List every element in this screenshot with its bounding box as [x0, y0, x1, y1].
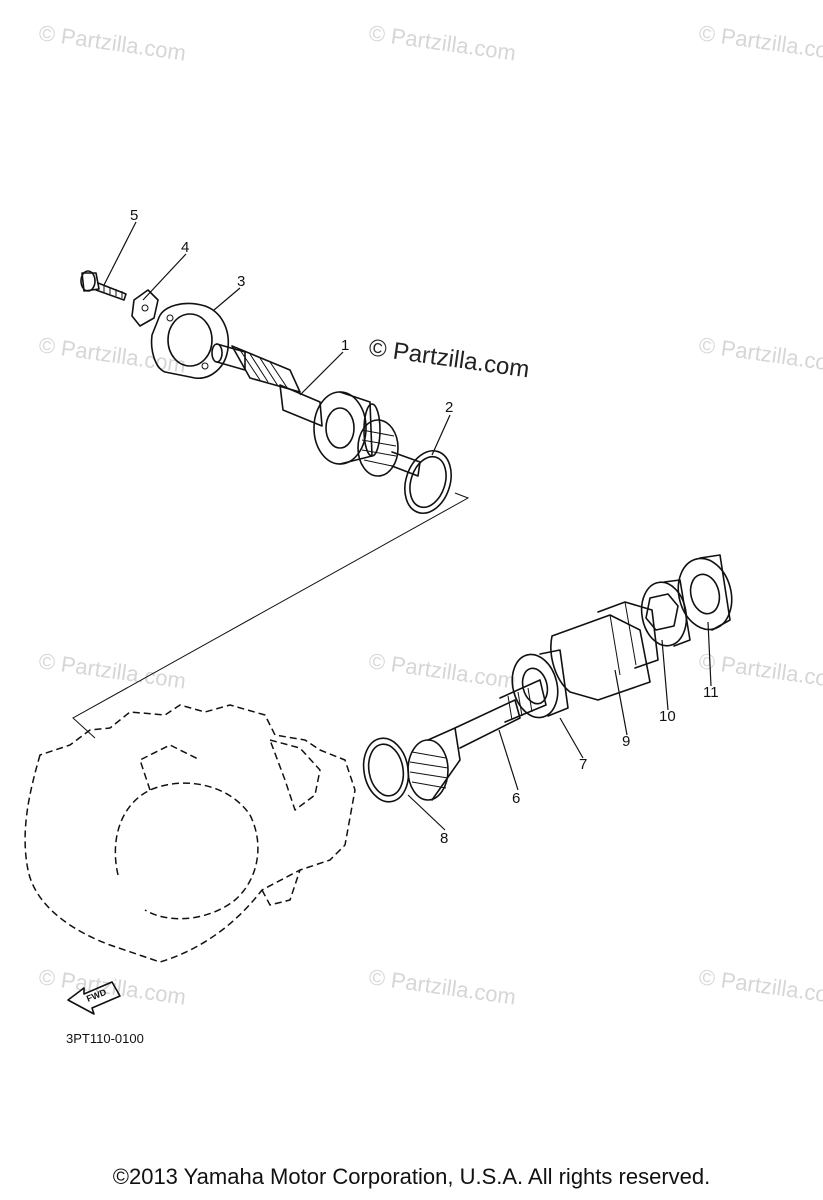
copyright-notice: ©2013 Yamaha Motor Corporation, U.S.A. A… [112, 1164, 711, 1189]
callout-labels: 5 4 3 1 2 6 7 8 9 10 11 [130, 207, 719, 847]
watermark: © Partzilla.com [367, 20, 517, 65]
watermark: © Partzilla.com [37, 648, 187, 693]
part-3-plate [150, 302, 230, 379]
watermark: © Partzilla.com [37, 20, 187, 65]
callout-8: 8 [440, 830, 448, 847]
part-11-bearing [677, 554, 733, 631]
watermark: © Partzilla.com [37, 964, 187, 1009]
part-9-coupling [550, 601, 659, 701]
watermark-dark: © Partzilla.com [367, 334, 531, 383]
watermark: © Partzilla.com [367, 648, 517, 693]
callout-11: 11 [703, 684, 719, 701]
watermark: © Partzilla.com [367, 964, 517, 1009]
callout-10: 10 [659, 708, 676, 725]
part-2-ring [404, 450, 452, 514]
part-5-bolt [80, 270, 127, 301]
callout-5: 5 [130, 207, 138, 224]
callout-9: 9 [622, 733, 630, 750]
diagram-code: 3PT110-0100 [66, 1031, 144, 1046]
engine-case-outline [24, 704, 356, 963]
callout-6: 6 [512, 790, 520, 807]
callout-1: 1 [341, 337, 349, 354]
callout-2: 2 [445, 399, 453, 416]
watermark: © Partzilla.com [697, 332, 823, 377]
callout-3: 3 [237, 273, 245, 290]
reference-line [72, 492, 470, 739]
part-10-spacer [640, 579, 691, 647]
part-7-bearing [511, 649, 569, 719]
watermark: © Partzilla.com [697, 20, 823, 65]
watermark-layer: © Partzilla.com © Partzilla.com © Partzi… [37, 20, 823, 1009]
part-6-shaft [407, 679, 547, 801]
part-1-shaft [211, 343, 421, 477]
callout-4: 4 [181, 239, 189, 256]
part-4-bracket [131, 289, 159, 327]
part-8-ring [362, 737, 410, 803]
callout-7: 7 [579, 756, 587, 773]
watermark: © Partzilla.com [37, 332, 187, 377]
leader-lines [103, 221, 712, 831]
watermark: © Partzilla.com [697, 964, 823, 1009]
